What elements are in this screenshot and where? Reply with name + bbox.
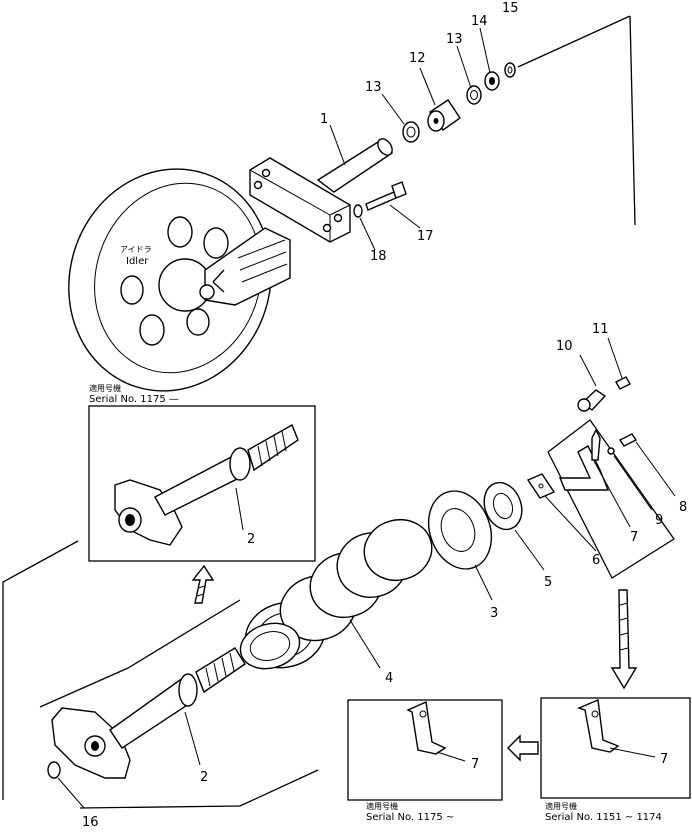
label-part-7c: 7 — [660, 752, 668, 767]
upper-note-serial: Serial No. 1175 — — [89, 394, 179, 405]
leader-13b — [456, 45, 472, 89]
label-part-2-lower: 2 — [200, 770, 208, 785]
part-13-ring-left — [402, 121, 420, 143]
part-17-bolt — [365, 181, 407, 211]
label-part-7a: 7 — [630, 530, 638, 545]
label-part-18: 18 — [370, 249, 387, 264]
arrow-left-icon — [507, 734, 539, 762]
leader-13a — [381, 93, 405, 125]
leader-12 — [419, 67, 436, 106]
upper-variant-box — [88, 405, 316, 562]
label-part-4: 4 — [385, 671, 393, 686]
label-part-10: 10 — [556, 339, 573, 354]
leader-17 — [389, 204, 421, 229]
label-part-16: 16 — [82, 815, 99, 829]
label-part-9: 9 — [655, 513, 663, 528]
part-3-spring-seat — [427, 490, 493, 601]
label-part-2-upper: 2 — [247, 532, 255, 547]
label-part-1: 1 — [320, 112, 328, 127]
reference-line-right — [629, 15, 636, 226]
label-part-17: 17 — [417, 229, 434, 244]
upper-note-jp: 適用号機 — [89, 383, 121, 393]
part-1-shaft-plate — [249, 138, 394, 243]
leader-18 — [359, 217, 376, 251]
label-part-13b: 13 — [446, 32, 463, 47]
label-part-15: 15 — [502, 1, 519, 16]
lower-left-variant — [2, 540, 319, 809]
part-15-leader — [517, 15, 631, 68]
part-15-washer — [504, 62, 516, 78]
part-6-plate — [526, 473, 597, 552]
leader-1 — [329, 124, 346, 166]
label-part-14: 14 — [471, 14, 488, 29]
right-note-serial: Serial No. 1151 ~ 1174 — [545, 812, 662, 823]
variant-box-left — [347, 699, 503, 801]
left-note-serial: Serial No. 1175 ~ — [366, 812, 454, 823]
right-note-jp: 適用号機 — [545, 801, 577, 811]
variant-box-right — [540, 697, 691, 799]
label-part-3: 3 — [490, 606, 498, 621]
idler-wheel — [68, 168, 272, 392]
bracket-assembly — [547, 337, 676, 579]
left-note-jp: 適用号機 — [366, 801, 398, 811]
idler-yoke-bracket — [199, 227, 291, 306]
part-18-washer — [353, 204, 363, 218]
idler-label-en: Idler — [126, 256, 149, 267]
label-part-11: 11 — [592, 322, 609, 337]
leader-14 — [479, 27, 491, 74]
part-12-bushing — [427, 99, 461, 132]
part-5-cylinder-ring — [483, 481, 545, 571]
label-part-13a: 13 — [365, 80, 382, 95]
label-part-12: 12 — [409, 51, 426, 66]
label-part-8: 8 — [679, 500, 687, 515]
label-part-7b: 7 — [471, 757, 479, 772]
part-4-spring — [239, 519, 433, 670]
label-part-5: 5 — [544, 575, 552, 590]
label-part-6: 6 — [592, 553, 600, 568]
arrow-up-icon — [191, 564, 215, 604]
idler-label-jp: アイドラ — [120, 245, 152, 254]
part-13-ring-right — [466, 85, 482, 105]
part-14-nut — [484, 71, 500, 91]
arrow-down-icon — [610, 589, 638, 690]
